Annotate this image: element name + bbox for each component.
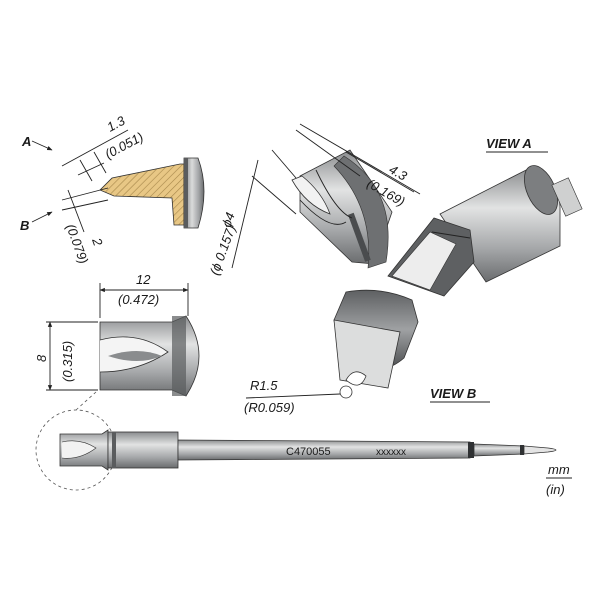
unit-metric: mm xyxy=(548,462,570,477)
part-number: C470055 xyxy=(286,446,331,458)
dim-length: 12 xyxy=(136,272,151,287)
dim-radius-in: (R0.059) xyxy=(244,400,295,415)
dim-height-in: (0.315) xyxy=(60,341,75,382)
serial-number: xxxxxx xyxy=(376,447,406,458)
side-view: 12 (0.472) 8 (0.315) xyxy=(34,272,200,397)
section-shank xyxy=(183,157,205,229)
dim-radius: R1.5 xyxy=(250,378,278,393)
view-b-title: VIEW B xyxy=(430,386,476,401)
section-view: A B 1.3 (0.051) 2 (0.079) xyxy=(20,113,205,266)
tip-perspective-view: 4.3 (0.169) ϕ4 (ϕ 0.157) xyxy=(207,123,421,277)
dim-top-width-in: (0.051) xyxy=(102,129,145,162)
view-a: VIEW A xyxy=(387,136,583,297)
dim-diameter: ϕ4 xyxy=(219,210,238,229)
section-cut-face xyxy=(99,163,185,226)
unit-imperial: (in) xyxy=(546,482,565,497)
view-b-marker: B xyxy=(20,218,29,233)
dim-depth: 4.3 xyxy=(387,162,411,184)
dim-tip-thick-in: (0.079) xyxy=(63,222,91,266)
view-a-marker: A xyxy=(21,134,31,149)
dim-tip-thick: 2 xyxy=(89,235,106,249)
dim-length-in: (0.472) xyxy=(118,292,159,307)
view-b: R1.5 (R0.059) VIEW B xyxy=(244,289,490,415)
units-legend: mm (in) xyxy=(546,462,572,497)
cartridge: C470055 xxxxxx xyxy=(35,391,557,491)
dim-top-width: 1.3 xyxy=(104,113,128,135)
view-a-title: VIEW A xyxy=(486,136,532,151)
dim-diameter-in: (ϕ 0.157) xyxy=(207,223,239,277)
dim-height: 8 xyxy=(34,354,49,362)
